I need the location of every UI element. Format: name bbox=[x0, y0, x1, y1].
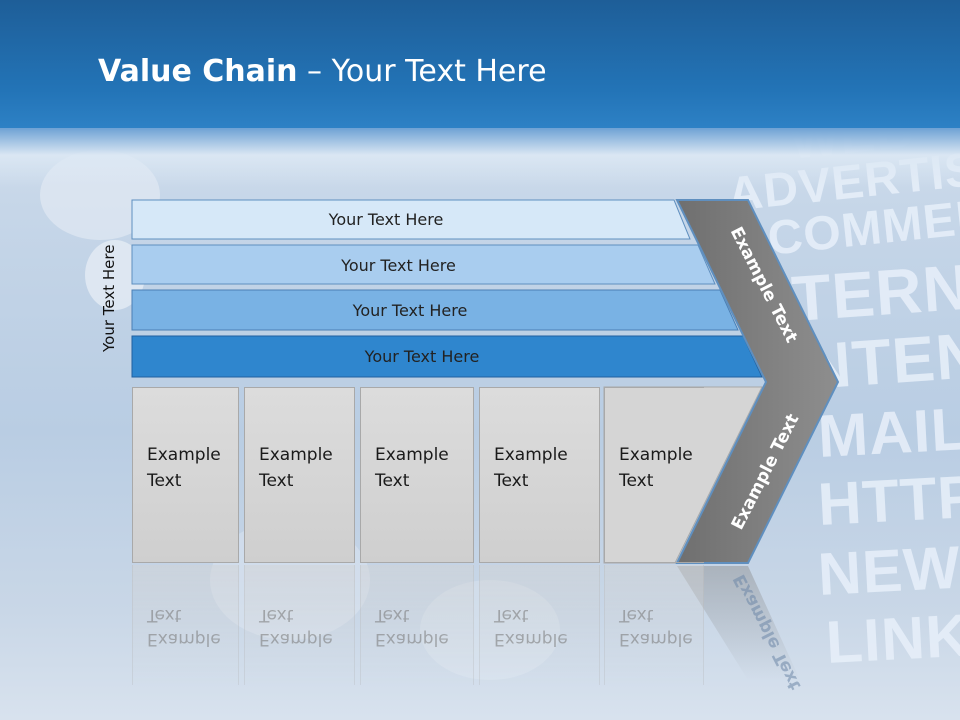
bar-label: Your Text Here bbox=[341, 256, 456, 275]
bar-label: Your Text Here bbox=[328, 210, 444, 229]
reflection-line-1: Example bbox=[494, 629, 568, 649]
box-line-1: Example bbox=[375, 445, 449, 465]
chevron-arrow bbox=[675, 199, 840, 564]
value-chain-bar: Your Text Here bbox=[132, 291, 738, 330]
box-line-2: Text bbox=[619, 471, 654, 491]
bar-label: Your Text Here bbox=[364, 347, 480, 366]
box-reflection: Example Text bbox=[479, 565, 600, 685]
box-line-1: Example bbox=[147, 445, 221, 465]
box-line-2: Text bbox=[147, 471, 182, 491]
puzzle-piece-decoration bbox=[420, 580, 560, 680]
reflection-text: Example Text bbox=[619, 603, 693, 651]
reflection-line-1: Example bbox=[259, 629, 333, 649]
slide-title: Value Chain – Your Text Here bbox=[98, 54, 547, 89]
reflection-line-2: Text bbox=[375, 605, 410, 625]
value-chain-bar: Your Text Here bbox=[132, 337, 762, 376]
reflection-text: Example Text bbox=[375, 603, 449, 651]
reflection-line-1: Example bbox=[375, 629, 449, 649]
title-banner-fade bbox=[0, 128, 960, 188]
box-reflection: Example Text bbox=[132, 565, 239, 685]
bar-shape-3 bbox=[131, 289, 739, 331]
reflection-line-2: Text bbox=[619, 605, 654, 625]
reflection-text: Example Text bbox=[259, 603, 333, 651]
box-line-1: Example bbox=[259, 445, 333, 465]
slide-title-bold: Value Chain bbox=[98, 54, 298, 89]
title-banner bbox=[0, 0, 960, 130]
reflection-line-1: Example bbox=[147, 629, 221, 649]
bar-label: Your Text Here bbox=[352, 301, 468, 320]
value-chain-bar: Your Text Here bbox=[132, 200, 690, 239]
bar-shape-1 bbox=[131, 199, 691, 240]
reflection-line-2: Text bbox=[147, 605, 182, 625]
value-chain-bar: Your Text Here bbox=[132, 246, 715, 285]
box-reflection: Example Text bbox=[360, 565, 474, 685]
box-line-2: Text bbox=[259, 471, 294, 491]
box-reflection: Example Text bbox=[604, 565, 704, 685]
reflection-line-1: Example bbox=[619, 629, 693, 649]
box-line-1: Example bbox=[619, 445, 693, 465]
reflection-line-2: Text bbox=[259, 605, 294, 625]
box-line-2: Text bbox=[375, 471, 410, 491]
box-line-2: Text bbox=[494, 471, 529, 491]
bar-shape-2 bbox=[131, 244, 716, 285]
box-line-1: Example bbox=[494, 445, 568, 465]
reflection-text: Example Text bbox=[147, 603, 221, 651]
bar-shape-4 bbox=[131, 335, 763, 378]
box-reflection: Example Text bbox=[244, 565, 355, 685]
slide-title-rest: – Your Text Here bbox=[297, 54, 547, 89]
reflection-line-2: Text bbox=[494, 605, 529, 625]
chevron-arrow-reflection bbox=[677, 566, 800, 680]
reflection-text: Example Text bbox=[494, 603, 568, 651]
